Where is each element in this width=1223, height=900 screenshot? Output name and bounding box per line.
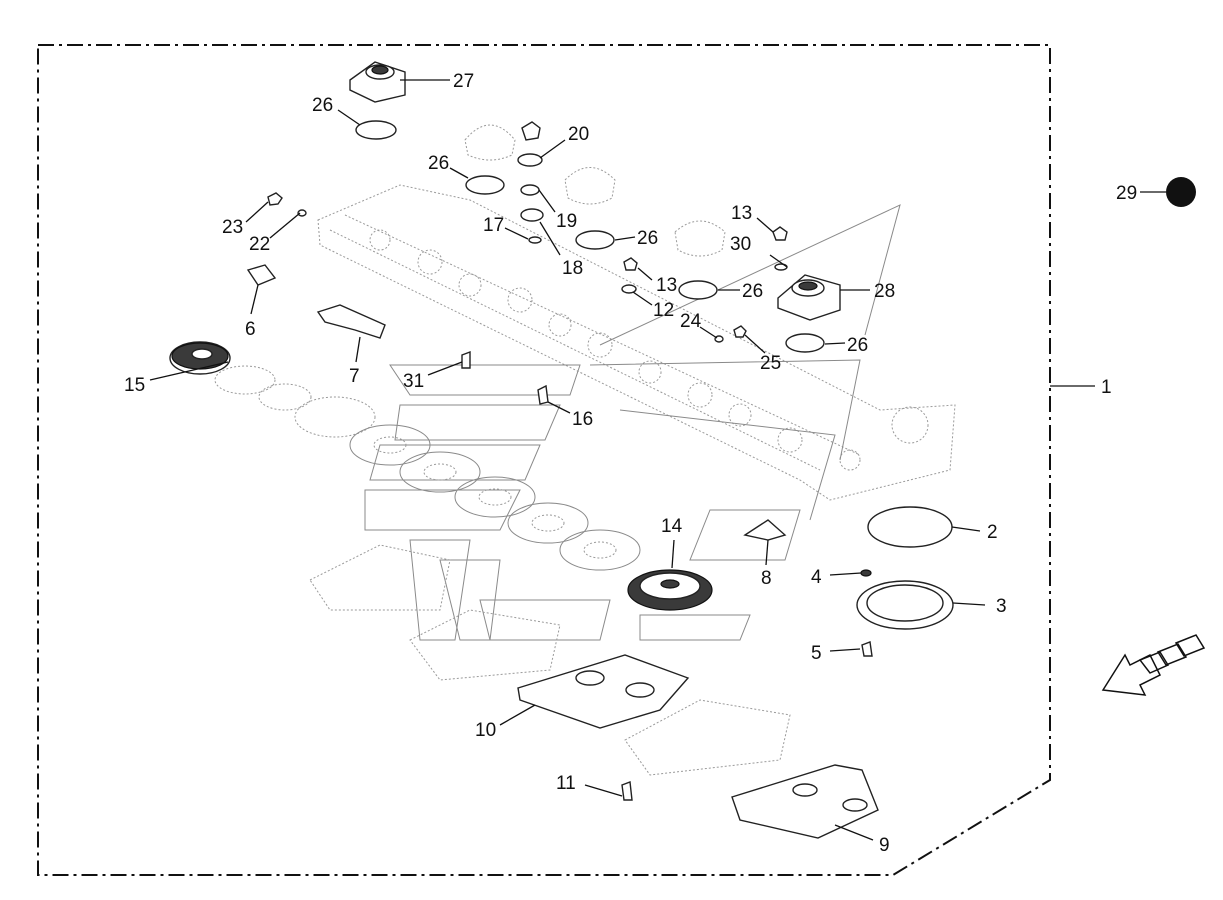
part-2-seal [867,506,953,548]
part-15-drive-gear [169,341,231,375]
part-27-gearbox [349,61,406,103]
part-3-cover-plate [856,580,954,630]
callout-15: 15 [124,375,145,396]
filled-circle-icon [1166,177,1196,207]
callout-26b: 26 [428,153,449,174]
callout-20: 20 [568,124,589,145]
callout-14: 14 [661,516,683,537]
callout-12: 12 [653,300,674,321]
part-8-cover [743,519,787,541]
skids-ghost [309,544,791,776]
callout-13a: 13 [656,275,677,296]
part-10-skid [517,654,690,729]
part-9-skid [731,764,879,839]
callout-25: 25 [760,353,781,374]
callout-26c: 26 [637,228,658,249]
callout-9: 9 [879,835,890,856]
part-28-gearbox [777,274,841,321]
callout-6: 6 [245,319,256,340]
callout-7: 7 [349,366,360,387]
callout-27: 27 [453,71,474,92]
callout-30: 30 [730,234,751,255]
callout-26d: 26 [742,281,763,302]
callout-22: 22 [249,234,270,255]
callout-26a: 26 [312,95,333,116]
callout-28: 28 [874,281,895,302]
direction-arrow-icon [1101,634,1206,696]
callout-31: 31 [403,371,424,392]
callout-23: 23 [222,217,243,238]
callout-11: 11 [556,773,576,794]
callout-5: 5 [811,643,822,664]
brackets-6-7 [246,264,386,339]
spacer-blocks-ghost [364,364,801,641]
gear-train [214,365,641,571]
assembly-boundary [37,44,1051,876]
callout-24: 24 [680,311,702,332]
callout-17: 17 [483,215,504,236]
callout-4: 4 [811,567,822,588]
callout-10: 10 [475,720,496,741]
callout-13b: 13 [731,203,752,224]
small-hardware [267,121,873,801]
callout-3: 3 [996,596,1007,617]
callout-1: 1 [1101,377,1112,398]
o-rings [355,120,825,353]
leader-lines [149,79,1166,841]
callout-8: 8 [761,568,772,589]
callout-26e: 26 [847,335,868,356]
callout-19: 19 [556,211,577,232]
part-14-gear [627,569,713,611]
gear-housings-ghost [464,124,726,257]
callout-16: 16 [572,409,593,430]
callout-29: 29 [1116,183,1137,204]
callout-2: 2 [987,522,998,543]
cutterbar-ghost [317,184,956,521]
callout-18: 18 [562,258,583,279]
